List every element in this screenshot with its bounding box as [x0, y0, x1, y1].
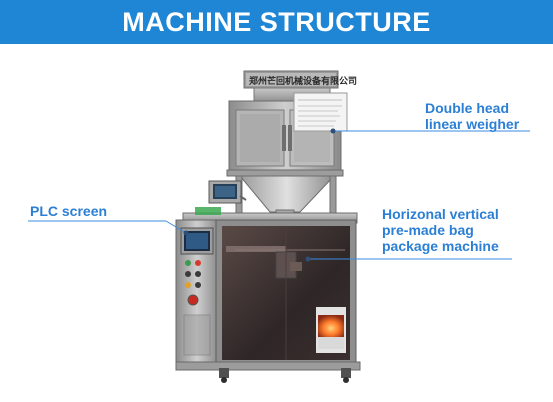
- packer-body: [215, 219, 357, 367]
- weigher-cabinet: [226, 92, 348, 177]
- callout-double-head-weigher: Double head linear weigher: [425, 100, 519, 132]
- control-column: [175, 219, 219, 371]
- plc-leader-diag: [165, 220, 187, 234]
- callout-weigher-line1: Double head: [425, 100, 510, 116]
- callout-packer-line1: Horizonal vertical: [382, 206, 499, 222]
- callout-package-machine: Horizonal vertical pre-made bag package …: [382, 206, 499, 254]
- callout-packer-line2: pre-made bag: [382, 222, 474, 238]
- callout-weigher-line2: linear weigher: [425, 116, 520, 132]
- casters: [219, 368, 351, 383]
- callout-plc-line1: PLC screen: [30, 203, 108, 219]
- nameplate-board: [243, 70, 339, 89]
- weigher-touch-panel: [208, 180, 247, 204]
- title-banner: MACHINE STRUCTURE: [0, 0, 553, 44]
- callout-plc-screen: PLC screen: [30, 203, 107, 219]
- callout-packer-line3: package machine: [382, 238, 499, 254]
- discharge-hopper: [238, 175, 336, 213]
- page-title: MACHINE STRUCTURE: [122, 6, 431, 37]
- callout-leader-lines: [28, 128, 530, 262]
- nameplate-text: 郑州芒回机械设备有限公司: [249, 77, 358, 87]
